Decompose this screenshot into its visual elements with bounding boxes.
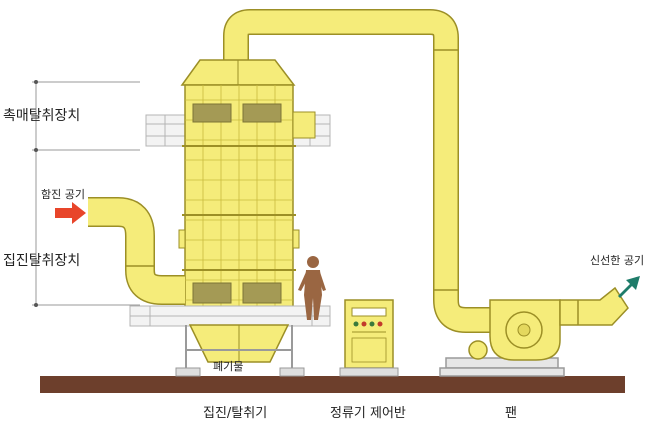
- inlet-air-label: 함진 공기: [41, 186, 85, 202]
- side-access-panel: [179, 230, 185, 248]
- collector-section-label: 집진탈취장치: [3, 250, 80, 270]
- fan-hub: [518, 324, 530, 336]
- control-panel: [345, 300, 393, 368]
- ground-slab: [40, 376, 625, 393]
- fan-motor: [469, 341, 487, 359]
- waste-label: 폐기물: [213, 358, 243, 374]
- catalyst-filter-module: [193, 104, 231, 122]
- inlet-arrow-icon: [55, 202, 86, 224]
- outlet-arrow-icon: [618, 276, 640, 298]
- panel-base: [340, 368, 398, 376]
- side-access-panel: [293, 112, 315, 138]
- catalyst-filter-module: [243, 104, 281, 122]
- control-panel-caption: 정류기 제어반: [330, 402, 406, 421]
- collector-filter-module: [193, 283, 231, 303]
- leg-base: [176, 368, 200, 376]
- lower-platform: [130, 306, 330, 326]
- fan-base: [440, 358, 564, 376]
- inlet-duct-fill: [88, 212, 185, 290]
- collector-filter-module: [243, 283, 281, 303]
- collector-caption: 집진/탈취기: [203, 402, 267, 421]
- leg-base: [280, 368, 304, 376]
- fresh-air-label: 신선한 공기: [590, 252, 644, 268]
- side-access-panel: [293, 230, 299, 248]
- catalyst-section-label: 촉매탈취장치: [3, 105, 80, 125]
- fan-caption: 팬: [505, 402, 517, 421]
- fan-outlet-duct: [560, 288, 628, 325]
